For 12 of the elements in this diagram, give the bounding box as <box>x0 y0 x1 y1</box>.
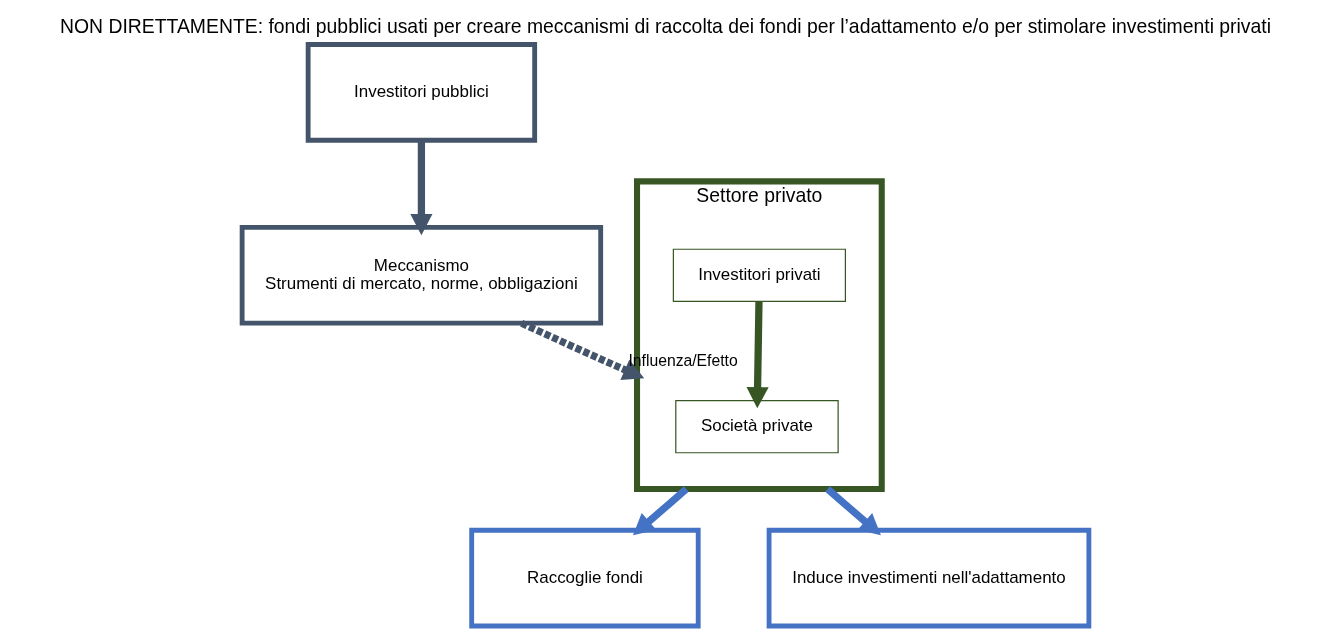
node-box: Meccanismo Strumenti di mercato, norme, obbligazioni <box>239 225 604 326</box>
arrow <box>746 301 769 409</box>
node-box: Investitori privati <box>672 248 846 302</box>
diagram-title: NON DIRETTAMENTE: fondi pubblici usati per creare meccanismi di raccolta dei fondi per l’adattamento e/o per stimolare investimenti privati <box>59 15 1272 38</box>
node-box: Induce investimenti nell'adattamento <box>766 527 1092 629</box>
arrow <box>410 140 433 236</box>
arrow <box>633 486 689 536</box>
node-box: Investitori pubblici <box>305 42 538 143</box>
node-box: Società private <box>675 400 839 454</box>
arrow <box>520 319 645 380</box>
arrow <box>825 486 881 536</box>
node-box: Raccoglie fondi <box>469 527 701 629</box>
